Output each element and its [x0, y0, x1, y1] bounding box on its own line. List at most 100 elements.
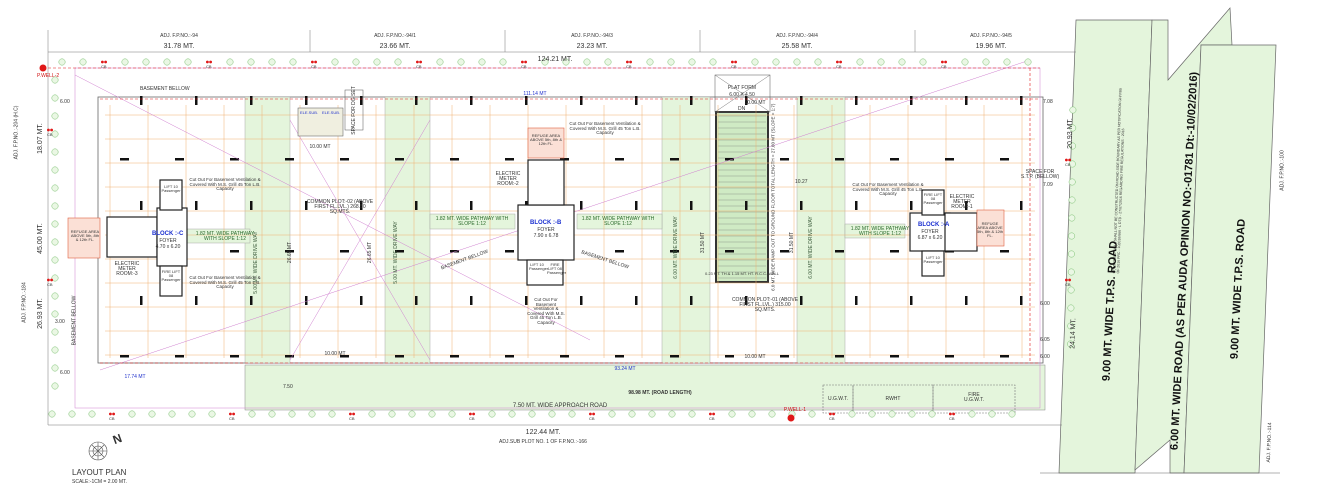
tree-icon [668, 410, 676, 418]
column [835, 158, 844, 161]
tree-icon [51, 274, 59, 282]
column [560, 355, 569, 358]
cutout-note: Cut Out For Basement Ventilation & Cover… [852, 182, 924, 196]
tree-icon [51, 346, 59, 354]
pwell-1-label: P.WELL-1 [783, 407, 807, 413]
dimension-label: 31.50 MT [700, 231, 707, 254]
rcc-wall-label: 0.23 MT. TH.& 1.15 MT. HT. R.C.C. WALL [704, 271, 780, 276]
basement-bellow-label: BASEMENT BELLOW [71, 295, 78, 346]
tree-icon [583, 58, 591, 66]
column [505, 158, 514, 161]
tree-icon [331, 58, 339, 66]
cb-label: CB [206, 64, 212, 69]
tree-icon [961, 58, 969, 66]
refuge-area-label: REFUGE AREA ABOVE 5th, 8th & 12th FL. [70, 229, 100, 242]
cb-label: CB [521, 64, 527, 69]
tree-icon [51, 364, 59, 372]
catch-basin-icon: CB [589, 412, 595, 421]
pwell-2-label: P.WELL-2 [37, 73, 60, 79]
cb-label: CB [1065, 162, 1071, 167]
tree-icon [142, 58, 150, 66]
column [525, 296, 528, 305]
column [175, 355, 184, 358]
tree-icon [478, 58, 486, 66]
tree-icon [128, 410, 136, 418]
tree-icon [51, 112, 59, 120]
column [230, 355, 239, 358]
catch-basin-icon: CB [836, 60, 842, 69]
top-total-dimension: 124.21 MT. [537, 56, 573, 63]
catch-basin-icon: CB [731, 60, 737, 69]
dimension-label: 26.65 MT [367, 241, 374, 264]
column [1000, 355, 1009, 358]
tree-icon [1008, 410, 1016, 418]
column [250, 296, 253, 305]
tree-icon [51, 148, 59, 156]
setback-dimension: 6.05 [1040, 337, 1050, 343]
ele-sub-label: ELE.SUB. [322, 110, 341, 115]
catch-basin-icon: CB [626, 60, 632, 69]
cb-label: CB [709, 416, 715, 421]
left-upper-dimension: 18.07 MT. [36, 123, 44, 154]
cb-label: CB [349, 416, 355, 421]
tree-icon [1068, 160, 1076, 168]
tree-icon [604, 58, 612, 66]
catch-basin-icon: CB [1065, 158, 1071, 167]
column [910, 296, 913, 305]
cb-label: CB [469, 416, 475, 421]
column [395, 250, 404, 253]
tree-icon [288, 410, 296, 418]
column [635, 96, 638, 105]
column [890, 158, 899, 161]
cutout-note: Cut Out For Basement Ventilation & Cover… [569, 121, 641, 135]
column [910, 201, 913, 210]
right-lower-dimension: 24.14 MT. [1069, 318, 1078, 349]
column [415, 96, 418, 105]
tree-icon [1067, 268, 1075, 276]
lift-label: LIFT 10 Passenger [923, 255, 943, 264]
catch-basin-icon: CB [949, 412, 955, 421]
pathway-label: 1.82 MT. WIDE PATHWAY WITH SLOPE 1:12 [195, 231, 255, 242]
tree-icon [1067, 322, 1075, 330]
catch-basin-icon: CB [47, 278, 53, 287]
tree-icon [428, 410, 436, 418]
fire-lift-label: FIRE LIFT 08 Passenger [161, 269, 181, 282]
tree-icon [748, 410, 756, 418]
column [800, 201, 803, 210]
column [175, 158, 184, 161]
catch-basin-icon: CB [1065, 278, 1071, 287]
cutout-note: Cut Out For Basement Ventilation & Cover… [189, 177, 261, 191]
tree-icon [394, 58, 402, 66]
foyer-size: 6.87 x 6.20 [917, 235, 943, 241]
rwht-label: RWHT [885, 396, 901, 402]
tree-icon [68, 410, 76, 418]
tree-icon [188, 410, 196, 418]
column [800, 296, 803, 305]
block-b-label: BLOCK :-B [530, 220, 562, 226]
column [855, 296, 858, 305]
cb-label: CB [416, 64, 422, 69]
common-plot-2-label: COMMON PLOT:-02 (ABOVE FIRST FL.LVL.) 26… [306, 199, 374, 215]
catch-basin-icon: CB [521, 60, 527, 69]
tree-icon [667, 58, 675, 66]
adj-plot-width: 31.78 MT. [163, 43, 195, 50]
tree-icon [289, 58, 297, 66]
drive-ways [149, 96, 906, 364]
tree-icon [688, 58, 696, 66]
ramp-label: 6.0 MT. WIDE RAMP OUT TO GROUND FLOOR TO… [770, 103, 776, 291]
column [450, 355, 459, 358]
column [360, 296, 363, 305]
cb-label: CB [311, 64, 317, 69]
tree-icon [488, 410, 496, 418]
catch-basin-icon: CB [416, 60, 422, 69]
column [120, 158, 129, 161]
tree-icon [51, 130, 59, 138]
right-upper-dimension: 20.93 MT. [1066, 118, 1074, 149]
cb-label: CB [47, 132, 53, 137]
column [835, 355, 844, 358]
column [505, 355, 514, 358]
column [615, 250, 624, 253]
column [780, 355, 789, 358]
ugwt-label: U.G.W.T. [828, 396, 848, 402]
